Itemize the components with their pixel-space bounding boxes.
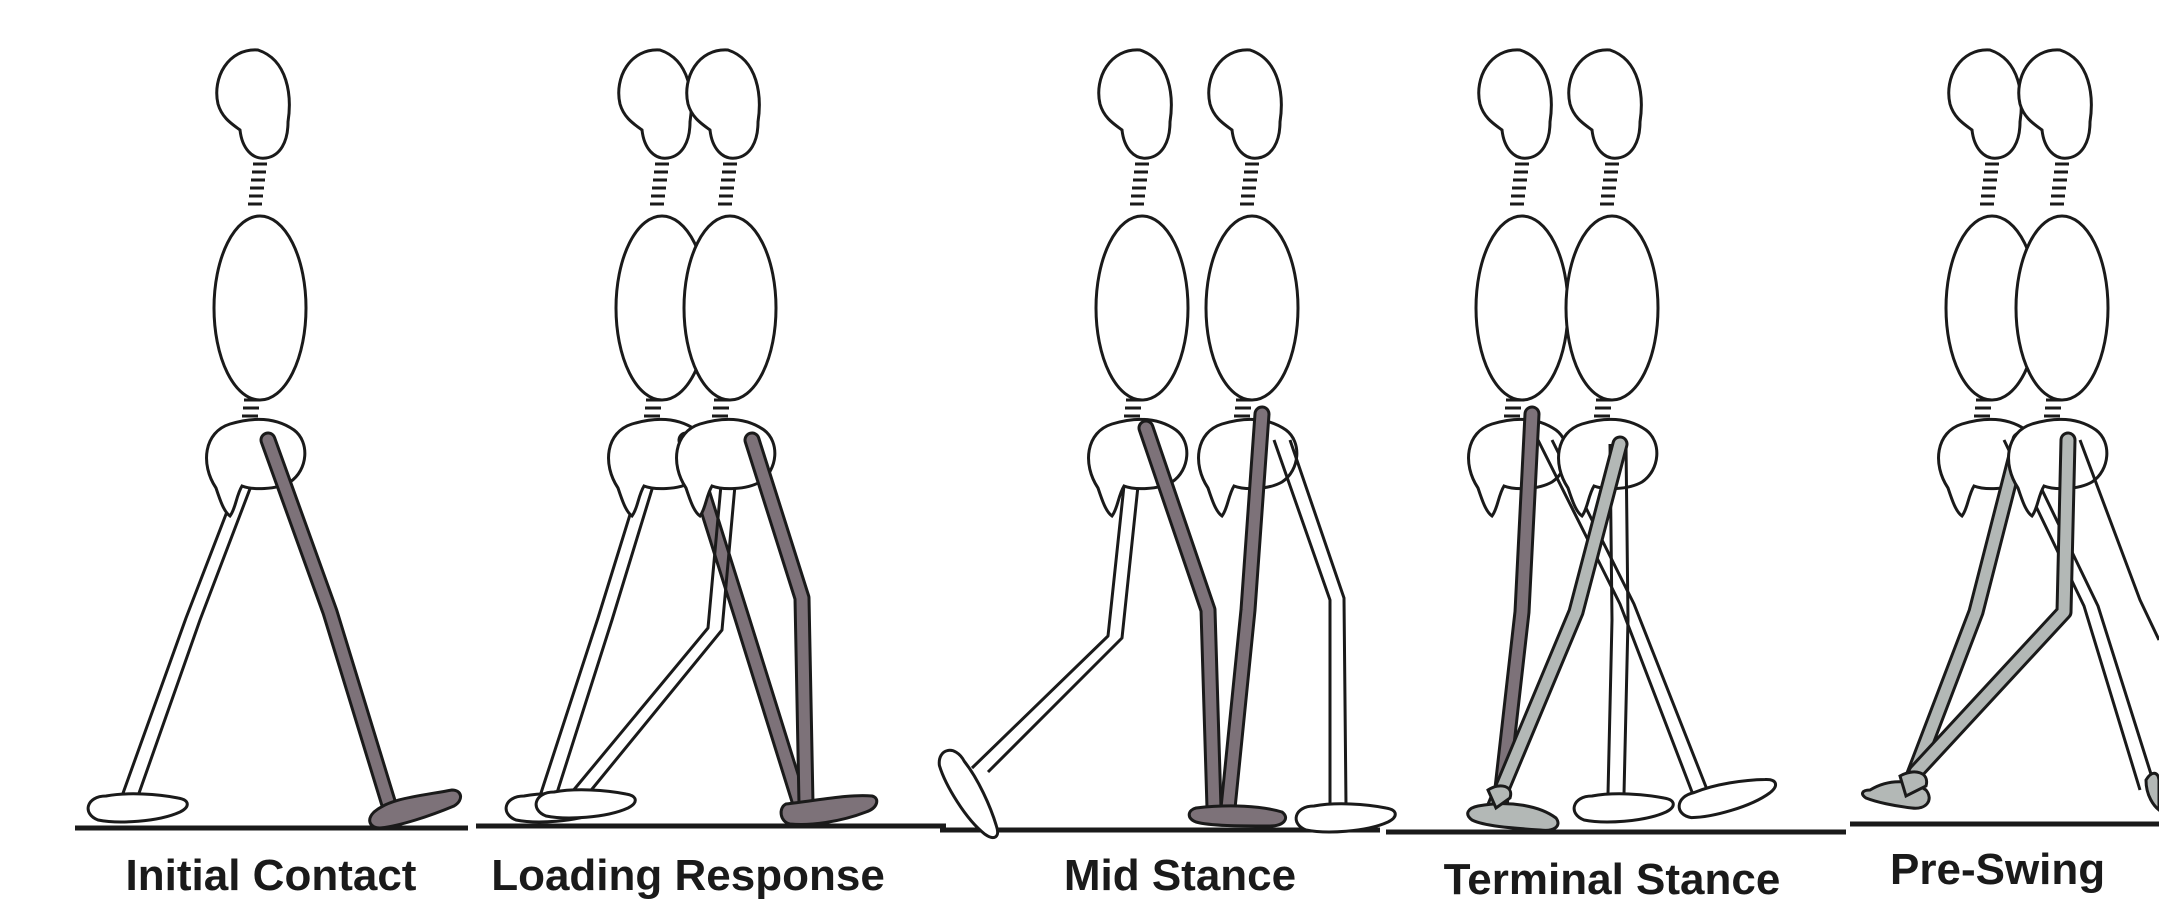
upper-body-front — [2009, 50, 2108, 516]
trailing-leg — [122, 452, 264, 796]
figure-loading-response — [476, 50, 946, 826]
phase-label-initial-contact: Initial Contact — [75, 852, 467, 900]
upper-body-front — [1559, 50, 1658, 516]
upper-body-back — [1089, 50, 1188, 516]
upper-body-front — [1199, 50, 1298, 516]
upper-body — [207, 50, 306, 516]
trailing-foot — [88, 794, 187, 822]
figure-mid-stance — [933, 50, 1395, 845]
phase-label-mid-stance: Mid Stance — [1000, 852, 1360, 900]
phase-label-loading-response: Loading Response — [470, 852, 906, 900]
figure-initial-contact — [75, 50, 468, 828]
upper-body-back — [1469, 50, 1568, 516]
figure-pre-swing — [1850, 50, 2159, 824]
figure-terminal-stance — [1386, 50, 1846, 832]
phase-label-pre-swing: Pre-Swing — [1880, 846, 2159, 894]
phase-label-terminal-stance: Terminal Stance — [1392, 856, 1832, 904]
